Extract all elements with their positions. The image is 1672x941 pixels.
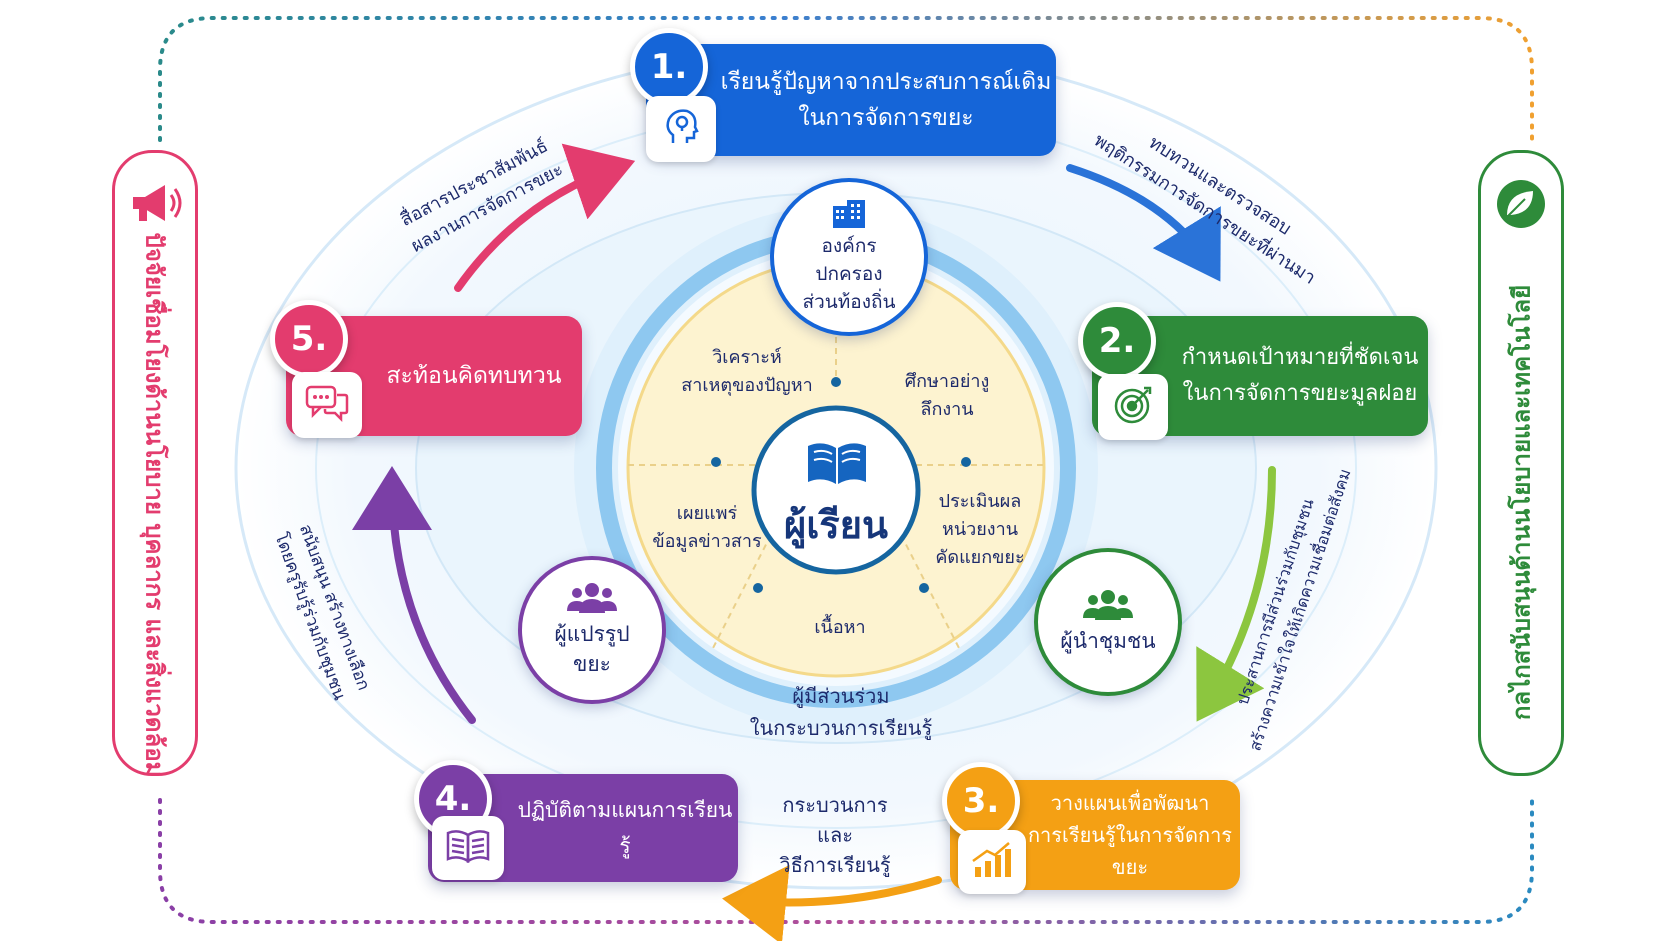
- arrow-step2-to-step3: [1196, 466, 1276, 722]
- arrow-step5-to-step1: [454, 143, 636, 292]
- chat-bubbles-icon: [305, 383, 349, 427]
- leaf-icon: [1493, 179, 1549, 233]
- step-4-icon-box: [432, 816, 504, 880]
- people-group-icon: [567, 581, 617, 619]
- segment-evaluate: ประเมินผล หน่วยงาน คัดแยกขยะ: [935, 491, 1025, 568]
- open-book-icon: [446, 829, 490, 867]
- step-2-badge: 2.: [1078, 302, 1156, 380]
- segment-content: เนื้อหา: [814, 617, 866, 638]
- segment-analyze: วิเคราะห์ สาเหตุของปัญหา: [681, 347, 813, 396]
- step-3-icon-box: [958, 830, 1026, 894]
- step-5-icon-box: [292, 372, 362, 438]
- segment-study: ศึกษาอย่างู ลึกงาน: [904, 371, 990, 420]
- step-5-badge: 5.: [270, 300, 348, 378]
- lightbulb-head-icon: [661, 107, 701, 151]
- participant-waste-processor-label: ผู้แปรรูป ขยะ: [554, 622, 630, 676]
- segment-publish: เผยแพร่ ข้อมูลข่าวสาร: [652, 503, 762, 552]
- arrow-step1-to-step2: [1066, 164, 1221, 282]
- step-1-icon-box: [646, 96, 716, 162]
- participant-community-leader: ผู้นำชุมชน: [1034, 548, 1182, 696]
- step-3-label: วางแผนเพื่อพัฒนา การเรียนรู้ในการจัดการข…: [1027, 791, 1233, 879]
- arrow-step4-to-step5: [352, 466, 476, 724]
- arrow-label-process: กระบวนการ และ วิธีการเรียนรู้: [779, 793, 891, 877]
- side-left-label: ปัจจัยเชื่อมโยงด้านนโยบาย บุคลากร และสิ่…: [140, 232, 169, 778]
- step-1-badge: 1.: [630, 28, 708, 106]
- step-5-label: สะท้อนคิดทบทวน: [386, 363, 562, 389]
- step-4-label: ปฏิบัติตามแผนการเรียนรู้: [517, 798, 733, 858]
- participant-waste-processor: ผู้แปรรูป ขยะ: [518, 556, 666, 704]
- target-icon: [1112, 384, 1154, 430]
- chart-growth-icon: [971, 841, 1013, 883]
- center-title: ผู้เรียน: [784, 503, 888, 547]
- participant-local-government-label: องค์กร ปกครอง ส่วนท้องถิ่น: [802, 235, 896, 313]
- building-icon: [829, 198, 869, 232]
- people-group-icon: [1083, 588, 1133, 626]
- participant-community-leader-label: ผู้นำชุมชน: [1060, 629, 1156, 653]
- participant-local-government: องค์กร ปกครอง ส่วนท้องถิ่น: [770, 178, 928, 336]
- side-panel-left: ปัจจัยเชื่อมโยงด้านนโยบาย บุคลากร และสิ่…: [112, 150, 198, 778]
- center-learner-circle: [751, 405, 921, 575]
- step-3-badge: 3.: [942, 762, 1020, 840]
- step-1-label: เรียนรู้ปัญหาจากประสบการณ์เดิม ในการจัดก…: [720, 69, 1052, 131]
- side-panel-right: กลไกสนับสนุนด้านนโยบายและเทคโนโลยี: [1478, 150, 1564, 776]
- step-2-label: กำหนดเป้าหมายที่ชัดเจน ในการจัดการขยะมูล…: [1181, 345, 1419, 406]
- ring-label: ผู้มีส่วนร่วม ในกระบวนการเรียนรู้: [749, 684, 933, 740]
- open-book-center-icon: [804, 440, 870, 486]
- step-2-icon-box: [1098, 374, 1168, 440]
- megaphone-icon: [127, 179, 183, 233]
- arrow-step3-to-step4: [722, 864, 942, 941]
- side-right-label: กลไกสนับสนุนด้านนโยบายและเทคโนโลยี: [1507, 284, 1536, 721]
